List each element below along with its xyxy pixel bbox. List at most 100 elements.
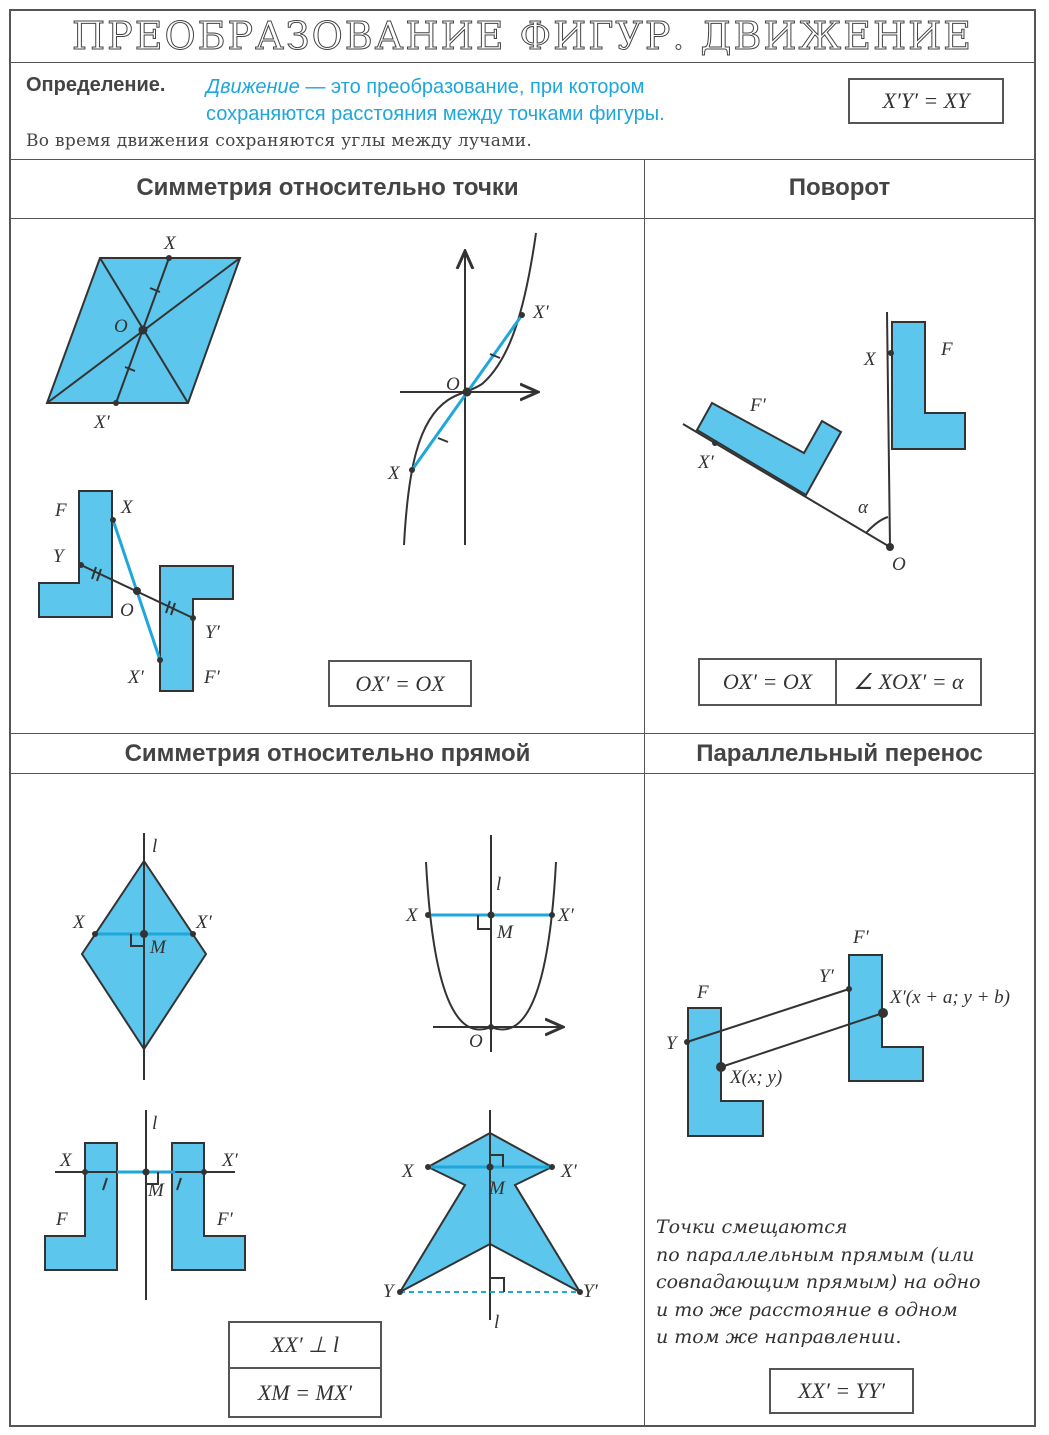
section-title-line-symmetry: Симметрия относительно прямой	[124, 740, 531, 767]
tick-mark	[149, 287, 161, 293]
rotation-formula-right-box: ∠ XOX′ = α	[835, 658, 982, 706]
figure-f	[687, 1007, 764, 1137]
figure-f-prime	[695, 401, 843, 497]
label-f-prime: F′	[852, 927, 870, 948]
column-divider	[644, 160, 645, 1426]
point-y	[78, 562, 84, 568]
label-x-prime: X′	[221, 1150, 239, 1171]
label-x-prime: X′	[127, 667, 145, 688]
definition-term: Движение	[206, 76, 300, 98]
tick-mark	[96, 568, 102, 582]
segment-x-xprime	[720, 1012, 884, 1068]
label-y-prime: Y′	[205, 622, 221, 643]
point-x	[110, 517, 116, 523]
tick-mark	[176, 1177, 182, 1191]
label-m: M	[147, 1180, 165, 1201]
point-m	[140, 930, 148, 938]
tick-mark	[170, 602, 176, 616]
label-x: X	[405, 905, 419, 926]
label-y-prime: Y′	[819, 966, 835, 987]
label-o: O	[892, 554, 906, 575]
label-y: Y	[666, 1033, 679, 1054]
point-x-prime	[712, 440, 718, 446]
caption-line: совпадающим прямым) на одно	[656, 1271, 981, 1293]
label-x-prime: X′	[697, 452, 715, 473]
rotation-formula-left: OX′ = OX	[722, 669, 813, 694]
label-f-prime: F′	[749, 395, 767, 416]
caption-line: и том же направлении.	[656, 1326, 902, 1348]
rotation-formula-right: ∠ XOX′ = α	[853, 669, 964, 694]
definition-line1: — это преобразование, при котором	[299, 76, 645, 98]
label-f-prime: F′	[216, 1209, 234, 1230]
tick-mark	[124, 366, 136, 372]
l-shapes-line-symmetry: l X X′ M F F′	[44, 1110, 246, 1300]
label-o: O	[469, 1031, 483, 1052]
section-title-rotation: Поворот	[788, 174, 891, 201]
translation-formula-box: XX′ = YY′	[769, 1368, 914, 1414]
caption-line: Точки смещаются	[656, 1216, 848, 1238]
angle-note: Во время движения сохраняются углы между…	[26, 131, 533, 151]
label-x: X	[863, 349, 877, 370]
point-x-prime	[878, 1008, 888, 1018]
tick-mark	[91, 566, 97, 580]
point-x-prime	[157, 657, 163, 663]
title-divider	[11, 62, 1034, 63]
point-x-prime	[549, 912, 555, 918]
definition-text: Движение — это преобразование, при котор…	[206, 74, 806, 128]
middle-divider	[11, 733, 1034, 734]
angle-arc	[865, 516, 889, 534]
label-l: l	[152, 836, 157, 857]
label-x-prime-coords: X′(x + a; y + b)	[889, 987, 1010, 1008]
label-m: M	[496, 922, 514, 943]
right-angle-mark	[130, 934, 144, 947]
label-m: M	[488, 1178, 506, 1199]
translation-caption: Точки смещаются по параллельным прямым (…	[656, 1214, 1026, 1352]
point-y-prime	[846, 986, 852, 992]
center-point	[133, 587, 141, 595]
section-title-point-symmetry: Симметрия относительно точки	[136, 174, 519, 201]
label-l: l	[494, 1312, 499, 1333]
point-x	[888, 350, 894, 356]
center-point	[138, 325, 148, 335]
definition-divider	[11, 159, 1034, 160]
point-y-prime	[577, 1289, 583, 1295]
label-x-prime: X′	[560, 1161, 578, 1182]
point-x-prime	[549, 1164, 555, 1170]
label-alpha: α	[858, 497, 869, 518]
line-symmetry-formula-bottom-box: XM = MX′	[228, 1367, 382, 1418]
label-x: X	[72, 912, 86, 933]
label-o: O	[114, 316, 128, 337]
label-m: M	[149, 937, 167, 958]
line-symmetry-formula-bottom: XM = MX′	[257, 1379, 353, 1405]
point-m	[487, 911, 495, 919]
label-x-prime: X′	[195, 912, 213, 933]
point-symmetry-formula-box: OX′ = OX	[328, 660, 472, 707]
right-angle-mark	[146, 1172, 159, 1185]
point-x	[92, 931, 98, 937]
point-y	[684, 1039, 690, 1045]
segment-y-yprime	[686, 988, 850, 1043]
point-x-prime	[519, 312, 525, 318]
label-o: O	[120, 600, 134, 621]
caption-line: и то же расстояние в одном	[656, 1298, 958, 1321]
label-l: l	[496, 874, 501, 895]
label-x: X	[120, 497, 134, 518]
l-shapes-point-symmetry: F X Y O Y′ X′ F′	[38, 490, 234, 692]
label-y-prime: Y′	[583, 1281, 599, 1302]
page-title: ПРЕОБРАЗОВАНИЕ ФИГУР. ДВИЖЕНИЕ	[72, 14, 973, 59]
header-divider-top	[11, 218, 1034, 219]
origin-point	[488, 1024, 494, 1030]
right-angle-mark	[490, 1154, 504, 1167]
caption-line: по параллельным прямым (или	[656, 1243, 975, 1266]
tick-mark	[102, 1177, 108, 1191]
label-x-coords: X(x; y)	[729, 1067, 782, 1088]
tick-mark	[437, 437, 449, 443]
center-point	[886, 543, 894, 551]
label-l: l	[152, 1113, 157, 1134]
label-x-prime: X′	[93, 412, 111, 433]
label-x-prime: X′	[557, 905, 575, 926]
header-divider-bottom	[11, 773, 1034, 774]
point-x-prime	[190, 931, 196, 937]
